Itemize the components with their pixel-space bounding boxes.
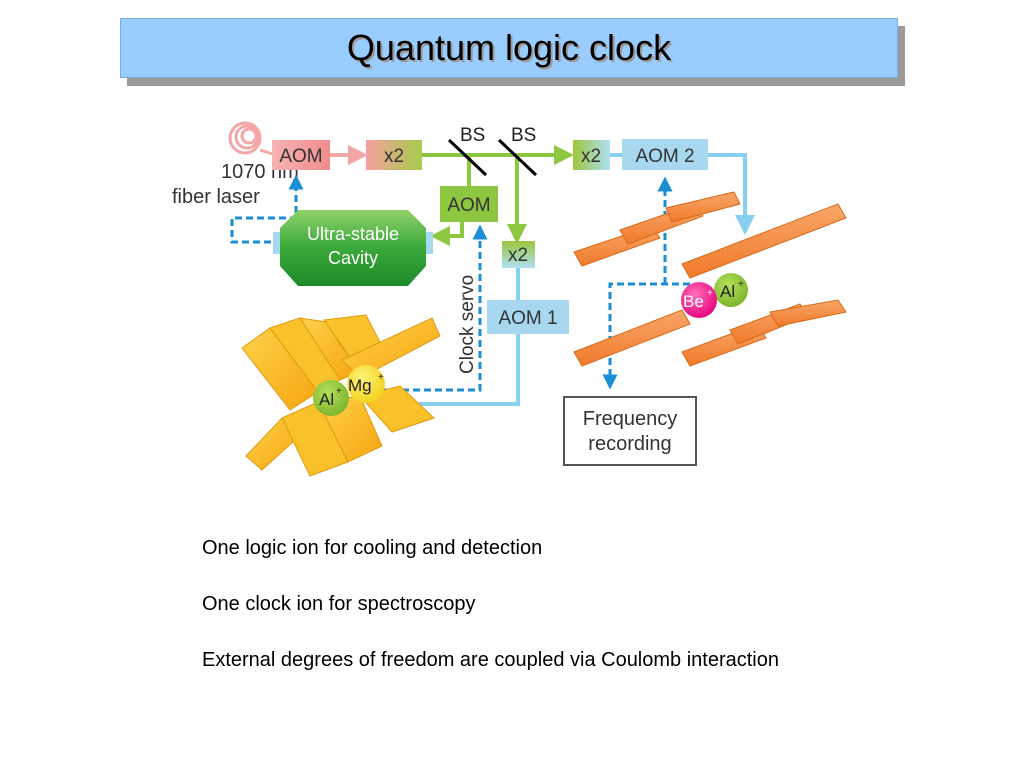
bs-1-label: BS — [460, 125, 485, 146]
orange-ion-trap — [573, 191, 847, 367]
bs-2-icon — [497, 138, 538, 177]
doubler-1-box: x2 — [366, 140, 422, 170]
bullet-list: One logic ion for cooling and detection … — [202, 536, 779, 704]
ion-al-right-label: Al — [720, 282, 735, 301]
aom-main-box: AOM — [272, 140, 330, 170]
clock-servo-loop — [380, 224, 488, 392]
ion-al-left: Al + — [313, 380, 349, 416]
page-title: Quantum logic clock — [346, 27, 672, 68]
clock-servo-label: Clock servo — [457, 275, 478, 374]
cavity-box: Ultra-stable Cavity — [273, 210, 433, 286]
bullet-item: One clock ion for spectroscopy — [202, 593, 476, 615]
ion-mg-label: Mg — [348, 376, 372, 395]
beam-servo-aom-to-cavity — [430, 222, 464, 246]
cavity-label-1: Ultra-stable — [307, 224, 399, 244]
ion-al-right: Al + — [714, 273, 748, 307]
doubler-3-box: x2 — [502, 241, 535, 268]
ion-be: Be + — [681, 282, 717, 318]
ion-mg-charge: + — [378, 372, 384, 383]
aom-main-label: AOM — [279, 146, 322, 167]
ion-be-label: Be — [683, 292, 704, 311]
bs-2-label: BS — [511, 125, 536, 146]
aom-2-box: AOM 2 — [622, 139, 708, 170]
aom-1-box: AOM 1 — [487, 300, 569, 334]
ion-mg: Mg + — [347, 365, 385, 403]
bullet-item: One logic ion for cooling and detection — [202, 537, 543, 559]
ion-al-left-label: Al — [319, 390, 334, 409]
fiber-coil-icon — [228, 121, 262, 155]
ion-be-charge: + — [707, 288, 713, 299]
aom-2-label: AOM 2 — [635, 146, 694, 167]
aom-1-label: AOM 1 — [498, 308, 557, 329]
doubler-2-box: x2 — [573, 140, 610, 170]
beam-aom1-to-mg — [368, 334, 520, 414]
beam-aom2-to-trap — [708, 153, 755, 235]
bullet-item: External degrees of freedom are coupled … — [202, 649, 779, 671]
freq-label-1: Frequency — [583, 408, 678, 430]
bs-1-icon — [447, 138, 488, 177]
frequency-recording-box: Frequency recording — [563, 396, 697, 466]
doubler-2-label: x2 — [581, 146, 601, 167]
ion-al-right-charge: + — [738, 279, 744, 290]
freq-label-2: recording — [588, 433, 671, 455]
aom-servo-box: AOM — [440, 186, 498, 222]
laser-label-2: fiber laser — [172, 186, 260, 208]
ion-al-left-charge: + — [336, 386, 342, 397]
doubler-1-label: x2 — [384, 146, 404, 167]
aom-servo-label: AOM — [447, 195, 490, 216]
servo-cavity-to-aom — [230, 174, 304, 244]
doubler-3-label: x2 — [508, 245, 528, 266]
cavity-label-2: Cavity — [328, 248, 378, 268]
title-bar: Quantum logic clock — [120, 18, 898, 78]
